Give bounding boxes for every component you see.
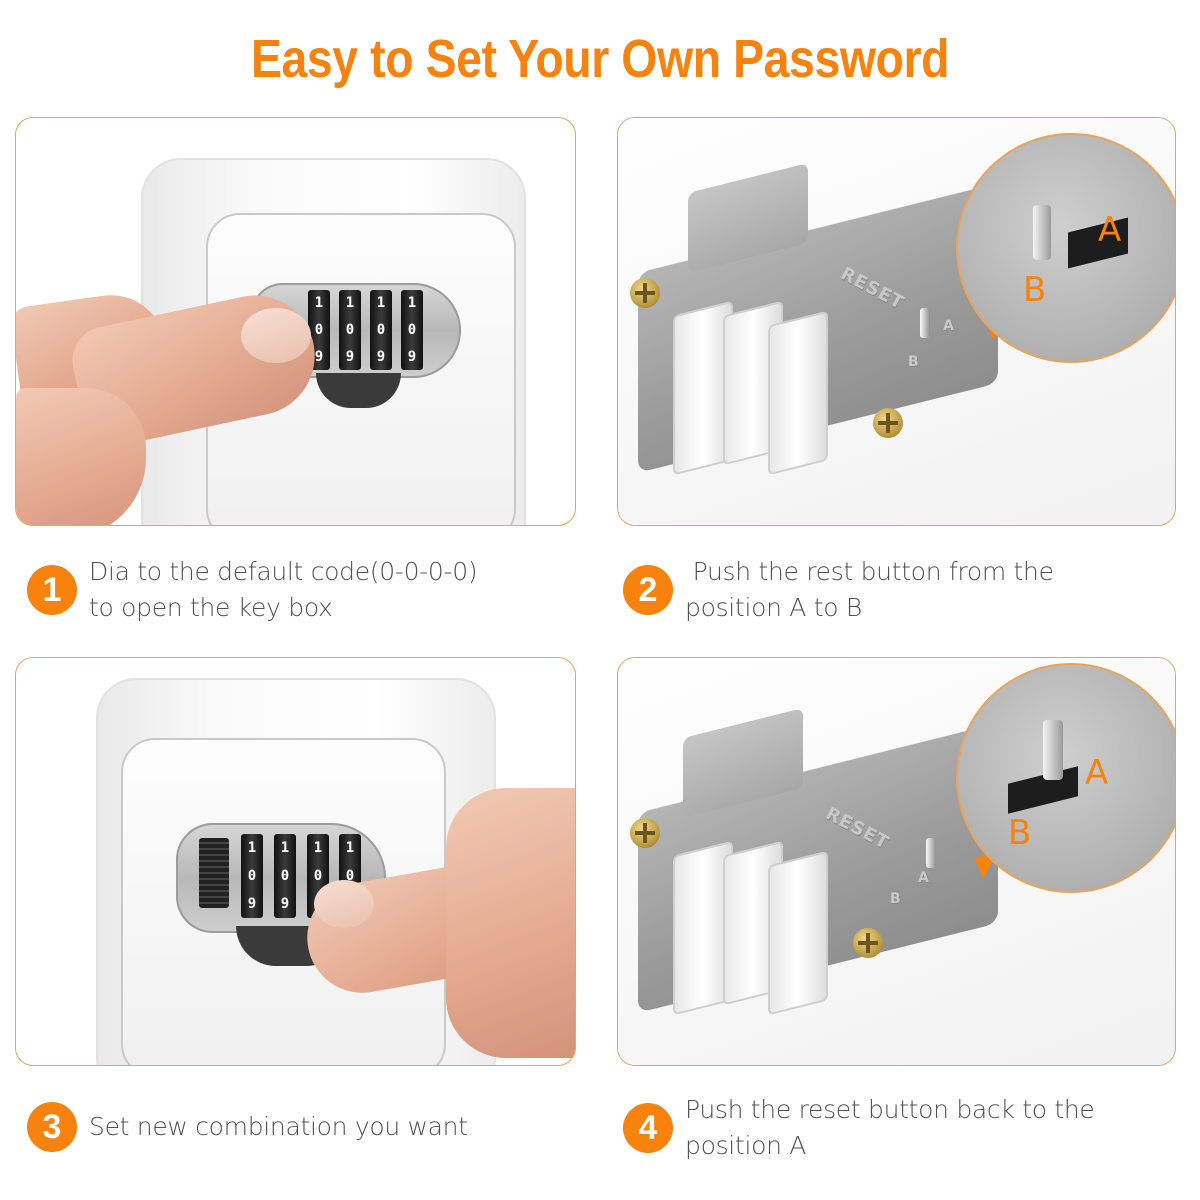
step-4-caption: 4 Push the reset button back to the posi… <box>623 1092 1095 1164</box>
step-2-caption: 2 Push the rest button from the position… <box>623 554 1054 626</box>
magnifier-circle <box>956 133 1175 363</box>
screw-left <box>630 278 660 308</box>
step-3-caption: 3 Set new combination you want <box>27 1102 468 1152</box>
step-text-line-1: Push the reset button back to the <box>685 1095 1095 1124</box>
step-number-badge: 4 <box>623 1103 673 1153</box>
panel-step-3-image: 109 109 109 109 <box>15 657 576 1066</box>
reset-button-magnified <box>1033 205 1051 260</box>
embossed-letter-b: B <box>890 891 901 907</box>
reset-button-magnified <box>1043 720 1063 780</box>
screw-left <box>630 818 660 848</box>
step-text-line-1: Push the rest button from the <box>685 557 1054 586</box>
step-text: Push the reset button back to the positi… <box>685 1092 1095 1164</box>
screw-bottom <box>853 928 883 958</box>
step-text-line-2: position A to B <box>685 593 862 622</box>
embossed-letter-a: A <box>918 870 929 886</box>
step-text-line-1: Set new combination you want <box>89 1112 468 1141</box>
panel-step-4-image: RESET B A A B <box>617 657 1176 1066</box>
spring-clip-3 <box>768 310 828 476</box>
embossed-letter-b: B <box>908 354 919 370</box>
embossed-letter-a: A <box>943 318 954 334</box>
step-number-badge: 1 <box>27 565 77 615</box>
release-latch <box>199 838 229 908</box>
label-position-a: A <box>1098 210 1122 250</box>
reset-button-pin <box>926 838 936 868</box>
hand-fingers <box>446 788 575 1058</box>
panel-step-2-image: RESET B A A B <box>617 117 1176 526</box>
step-text: Dia to the default code(0-0-0-0) to open… <box>89 554 478 626</box>
label-position-b: B <box>1008 813 1032 853</box>
label-position-a: A <box>1085 753 1109 793</box>
step-text-line-2: to open the key box <box>89 593 333 622</box>
reset-button-pin <box>920 308 930 338</box>
palm <box>16 388 146 525</box>
label-position-b: B <box>1023 270 1047 310</box>
spring-clip-3 <box>768 850 828 1016</box>
thumbnail <box>314 880 374 928</box>
step-number-badge: 3 <box>27 1102 77 1152</box>
step-text-line-2: position A <box>685 1131 807 1160</box>
step-1-caption: 1 Dia to the default code(0-0-0-0) to op… <box>27 554 478 626</box>
step-number-badge: 2 <box>623 565 673 615</box>
page-title: Easy to Set Your Own Password <box>250 29 950 89</box>
step-text-line-1: Dia to the default code(0-0-0-0) <box>89 557 478 586</box>
magnifier-circle <box>956 663 1175 893</box>
thumbnail <box>241 308 311 363</box>
step-text: Set new combination you want <box>89 1109 468 1145</box>
step-text: Push the rest button from the position A… <box>685 554 1054 626</box>
screw-bottom <box>873 408 903 438</box>
